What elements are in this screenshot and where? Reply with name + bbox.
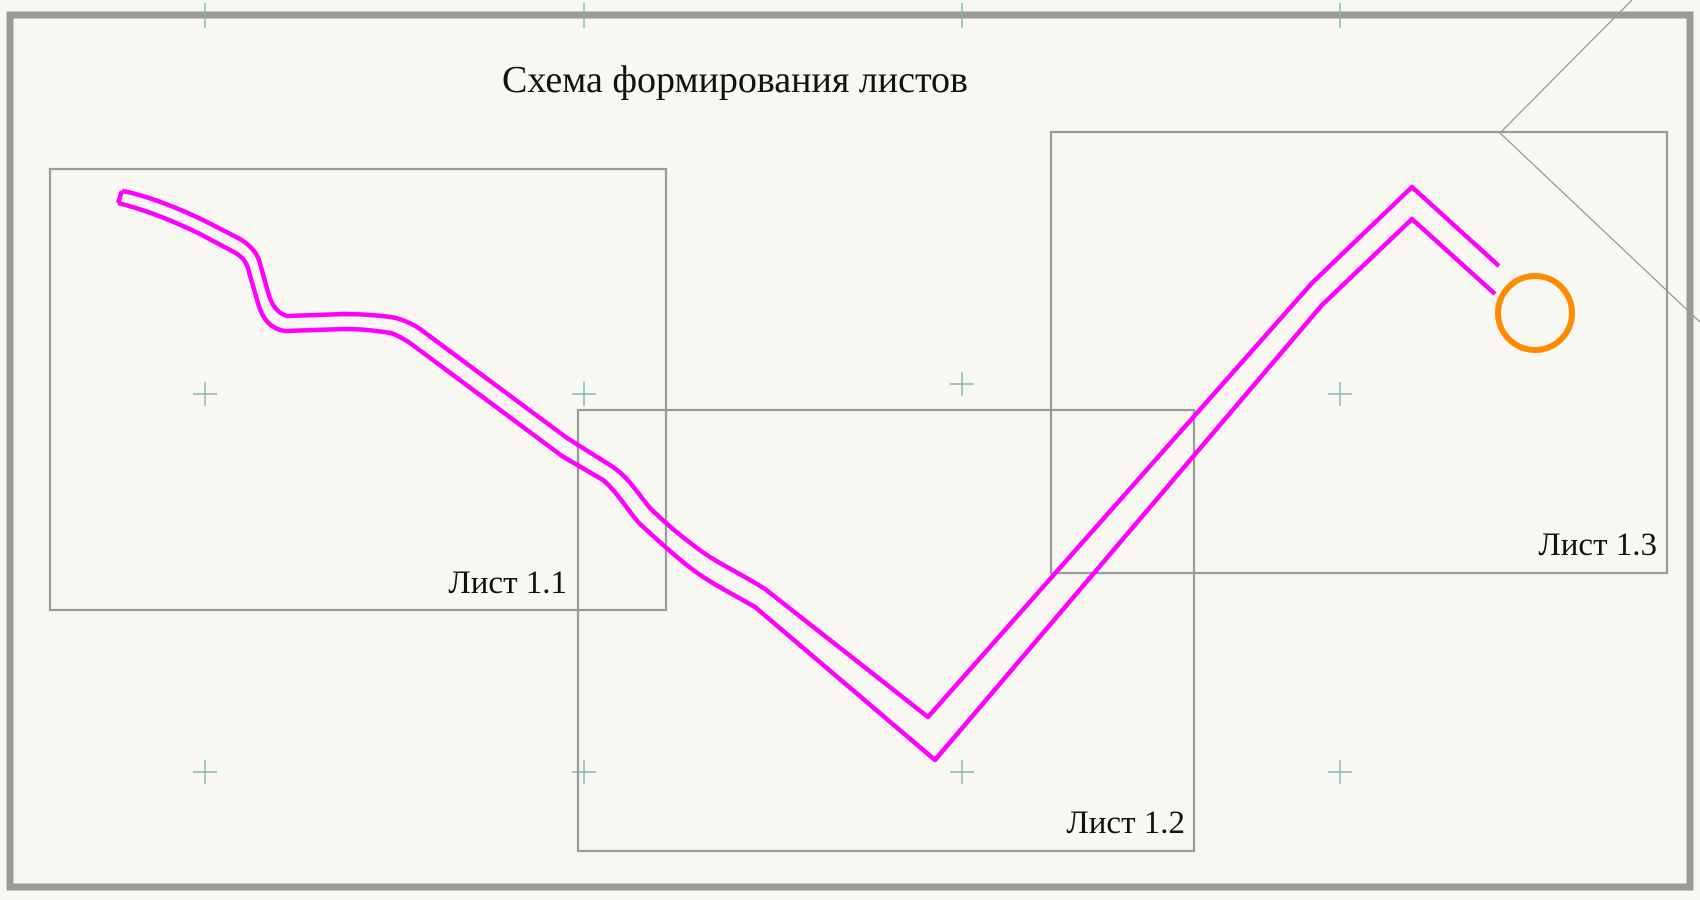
grid-cross <box>1328 382 1352 406</box>
outer-border <box>6 11 1694 891</box>
leader-line-upper <box>1499 0 1633 134</box>
route-lower-edge <box>117 200 1497 763</box>
grid-cross <box>193 382 217 406</box>
sheet-label-1-1: Лист 1.1 <box>448 565 567 601</box>
diagram-title: Схема формирования листов <box>502 59 968 101</box>
grid-cross <box>950 372 974 396</box>
sheet-frame-1-1 <box>48 167 668 612</box>
grid-cross <box>572 760 596 784</box>
route-start-cap <box>115 190 125 204</box>
sheet-label-1-2: Лист 1.2 <box>1066 805 1185 841</box>
grid-cross <box>950 760 974 784</box>
grid-cross <box>193 760 217 784</box>
route-end-marker <box>1495 273 1575 353</box>
sheet-frame-1-2 <box>576 408 1196 853</box>
route-upper-edge <box>121 184 1501 720</box>
grid-cross <box>1328 760 1352 784</box>
sheet-label-1-3: Лист 1.3 <box>1538 527 1657 563</box>
sheet-frame-1-3 <box>1049 130 1669 575</box>
grid-cross <box>572 382 596 406</box>
